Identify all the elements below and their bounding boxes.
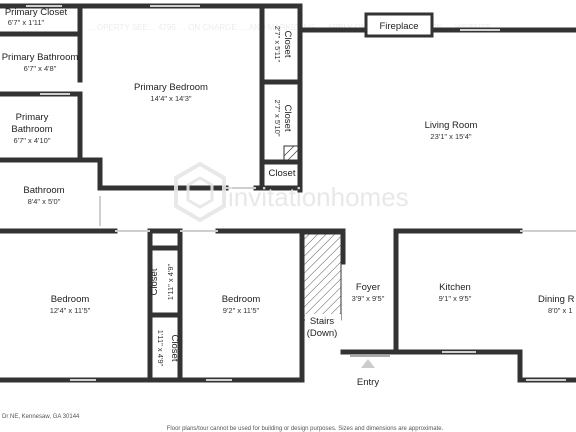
brand-watermark: invitationhomes	[174, 161, 409, 223]
room-dims-bedroom-1: 12'4" x 11'5"	[50, 306, 91, 315]
room-dims-dining: 8'0" x 1	[548, 306, 573, 315]
room-dims-foyer: 3'9" x 9'5"	[352, 294, 385, 303]
room-dims-closet-2: 2'7" x 5'10"	[273, 100, 282, 137]
footer-disclaimer: Floor plans/tour cannot be used for buil…	[167, 426, 444, 432]
room-name-fireplace: Fireplace	[379, 21, 418, 32]
room-dims-living-room: 23'1" x 15'4"	[430, 132, 471, 141]
room-name-bedroom-2: Bedroom	[222, 294, 261, 305]
room-dims-closet-4: 1'11" x 4'9"	[166, 263, 175, 300]
entry-arrow-icon	[361, 359, 375, 368]
room-name-primary-bedroom: Primary Bedroom	[134, 82, 208, 93]
room-name-closet-3: Closet	[269, 168, 296, 179]
stairs-hatch	[303, 233, 342, 321]
room-name-entry: Entry	[357, 377, 379, 388]
top-watermark-text: …OPERTY SEE… 4795 … ON CHARGE … AND MARK…	[89, 23, 491, 32]
room-dims-bedroom-2: 9'2" x 11'5"	[223, 306, 260, 315]
room-name2-stairs: (Down)	[307, 328, 338, 339]
room-name-living-room: Living Room	[425, 120, 478, 131]
room-name2-primary-small: Bathroom	[11, 124, 52, 135]
room-dims-closet-5: 1'11" x 4'9"	[156, 330, 165, 367]
room-dims-primary-bathroom: 6'7" x 4'8"	[24, 64, 57, 73]
room-name-closet-2: Closet	[282, 105, 293, 132]
room-name-stairs: Stairs	[310, 316, 335, 327]
room-dims-bathroom: 8'4" x 5'0"	[28, 197, 61, 206]
room-dims-primary-bedroom: 14'4" x 14'3"	[150, 94, 191, 103]
room-name-primary-bathroom: Primary Bathroom	[2, 52, 79, 63]
brand-watermark-text: invitationhomes	[228, 182, 409, 212]
room-dims-closet-1: 2'7" x 5'11"	[273, 26, 282, 63]
room-name-kitchen: Kitchen	[439, 282, 471, 293]
room-name-bedroom-1: Bedroom	[51, 294, 90, 305]
room-name-foyer: Foyer	[356, 282, 380, 293]
room-dims-primary-small: 6'7" x 4'10"	[14, 136, 51, 145]
room-name-closet-4: Closet	[149, 268, 160, 295]
footer-address: Dr NE, Kennesaw, GA 30144	[2, 414, 80, 420]
room-name-primary-closet: Primary Closet	[5, 7, 68, 18]
windows	[26, 5, 576, 381]
closet-hatch	[283, 145, 299, 161]
room-name-closet-1: Closet	[282, 31, 293, 58]
room-dims-primary-closet: 6'7" x 1'11"	[8, 18, 45, 27]
room-name-primary-small: Primary	[16, 112, 49, 123]
room-dims-kitchen: 9'1" x 9'5"	[439, 294, 472, 303]
room-name-closet-5: Closet	[169, 335, 180, 362]
room-name-bathroom: Bathroom	[23, 185, 64, 196]
room-name-dining: Dining R	[538, 294, 575, 305]
